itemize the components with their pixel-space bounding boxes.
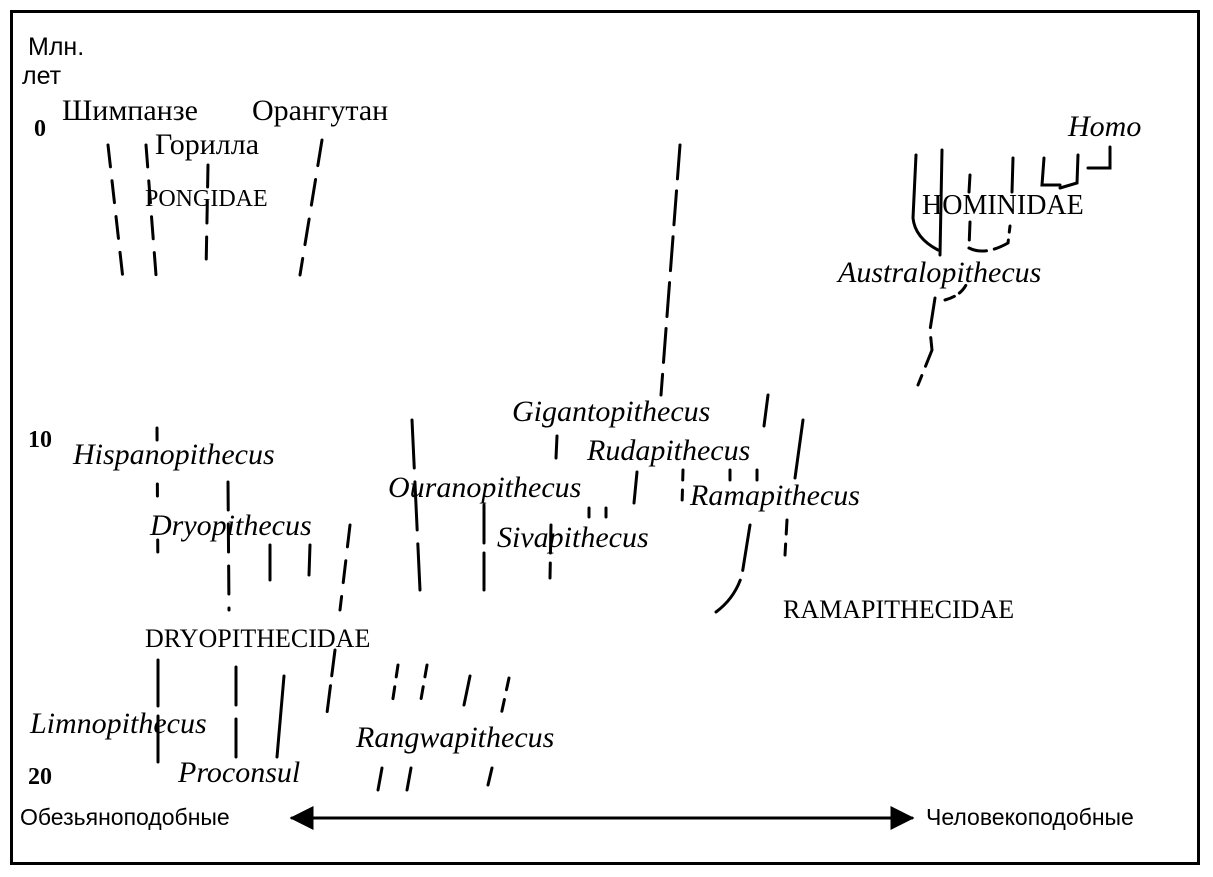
dryopith-lineage-c bbox=[307, 543, 312, 577]
family-pongidae: PONGIDAE bbox=[145, 186, 268, 212]
ouranopith-end bbox=[632, 470, 639, 505]
axis-tick-20: 20 bbox=[28, 764, 52, 790]
spectrum-left-label: Обезьяноподобные bbox=[20, 804, 230, 830]
rangwa-lineage-7 bbox=[486, 766, 494, 787]
genus-hispanopithecus: Hispanopithecus bbox=[73, 438, 275, 471]
genus-rangwapithecus: Rangwapithecus bbox=[356, 721, 555, 754]
genus-proconsul: Proconsul bbox=[178, 756, 301, 789]
axis-unit-line2: лет bbox=[22, 62, 62, 90]
diagram-frame bbox=[10, 10, 1200, 865]
dryopith-lineage-e bbox=[325, 648, 337, 715]
rangwa-lineage-1 bbox=[390, 663, 400, 707]
hominid-branch-2 bbox=[938, 148, 944, 257]
hominid-branch-3 bbox=[967, 173, 972, 194]
genus-ouranopithecus: Ouranopithecus bbox=[388, 471, 582, 504]
rangwa-lineage-4 bbox=[498, 676, 511, 722]
rangwa-lineage-6 bbox=[405, 766, 413, 792]
axis-tick-10: 10 bbox=[28, 427, 52, 453]
ouranopith-lineage-a bbox=[410, 418, 422, 592]
giganto-tick bbox=[554, 434, 559, 460]
family-hominidae: HOMINIDAE bbox=[922, 190, 1084, 221]
hominid-branch-7 bbox=[1058, 153, 1080, 190]
giganto-short-lineage bbox=[762, 393, 770, 428]
dryopith-lineage-d bbox=[338, 523, 352, 612]
family-ramapithecidae: RAMAPITHECIDAE bbox=[783, 595, 1015, 624]
gorilla-lineage-a bbox=[144, 143, 158, 277]
axis-tick-0: 0 bbox=[34, 116, 46, 142]
axis-unit-line1: Млн. bbox=[28, 33, 85, 61]
genus-sivapithecus: Sivapithecus bbox=[497, 521, 649, 554]
dryopith-lineage-a bbox=[226, 480, 231, 612]
australo-stem bbox=[943, 283, 968, 302]
australo-lineage bbox=[916, 296, 937, 387]
genus-dryopithecus: Dryopithecus bbox=[150, 509, 312, 542]
rudapith-lineage bbox=[793, 418, 805, 480]
label-chimp: Шимпанзе bbox=[62, 94, 198, 127]
ramapith-tick bbox=[783, 518, 789, 557]
spectrum-right-label: Человекоподобные bbox=[926, 804, 1134, 830]
rangwa-lineage-2 bbox=[418, 663, 429, 707]
gorilla-lineage-b bbox=[204, 163, 210, 274]
giganto-long-lineage bbox=[659, 143, 682, 397]
rangwa-lineage-3 bbox=[462, 674, 472, 707]
orang-lineage bbox=[298, 138, 324, 277]
hominid-branch-4 bbox=[967, 220, 1012, 253]
hominid-branch-6 bbox=[1040, 156, 1062, 187]
genus-limnopithecus: Limnopithecus bbox=[30, 707, 207, 740]
hominid-branch-8 bbox=[1086, 145, 1112, 170]
ramapith-lineage bbox=[714, 523, 752, 614]
label-gorilla: Горилла bbox=[155, 128, 260, 161]
genus-gigantopithecus: Gigantopithecus bbox=[512, 395, 711, 428]
sivapith-lineage-b bbox=[548, 523, 553, 580]
genus-ramapithecus: Ramapithecus bbox=[690, 479, 860, 512]
genus-rudapithecus: Rudapithecus bbox=[587, 434, 751, 467]
family-dryopithecidae: DRYOPITHECIDAE bbox=[145, 624, 371, 653]
rudapith-tick-1 bbox=[680, 468, 685, 508]
rangwa-lineage-5 bbox=[376, 766, 384, 792]
hominid-branch-5 bbox=[1010, 156, 1015, 194]
genus-australopithecus: Australopithecus bbox=[838, 256, 1042, 289]
proconsul-lineage-b bbox=[275, 674, 286, 759]
genus-homo: Homo bbox=[1068, 110, 1142, 143]
hominid-branch-1 bbox=[911, 153, 940, 252]
label-orang: Орангутан bbox=[252, 94, 389, 127]
chimp-lineage bbox=[106, 143, 126, 290]
